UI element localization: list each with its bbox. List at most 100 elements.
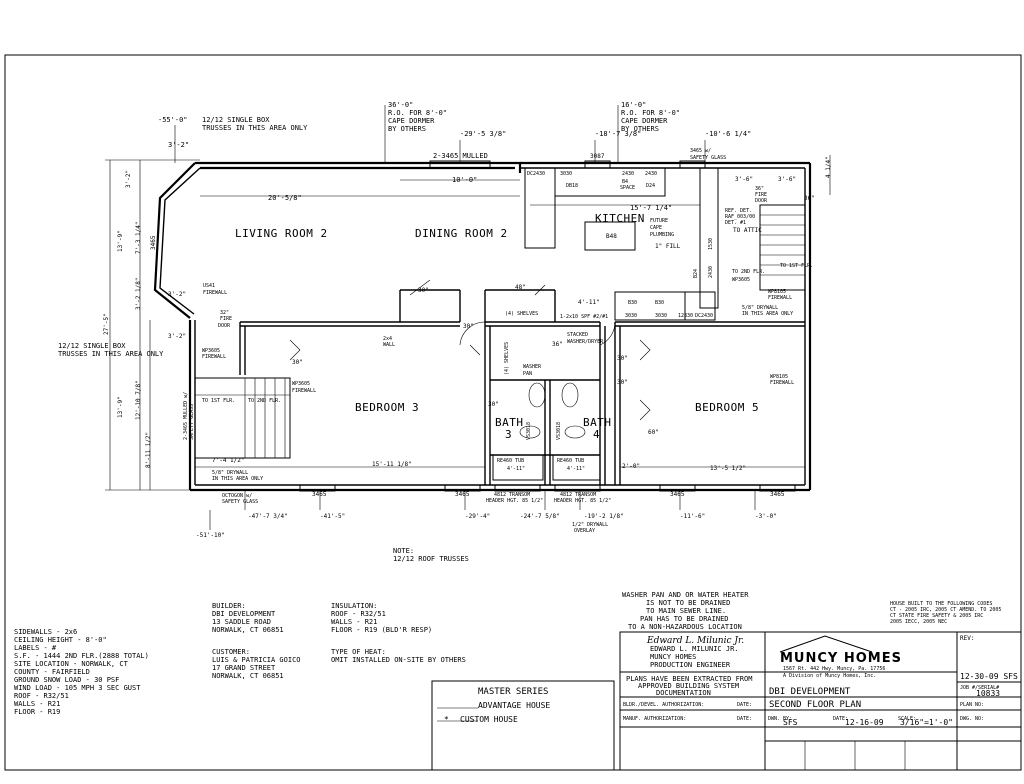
- fire-door-right-1: 36": [755, 186, 764, 192]
- wp-left-1: WP3605: [202, 348, 220, 354]
- ref-det-1: REF. DET.: [725, 208, 752, 214]
- sheet-title: SECOND FLOOR PLAN: [769, 700, 861, 710]
- tub3-2: 4'-11": [507, 466, 525, 472]
- plan-text: TO MAIN SEWER LINE.: [646, 607, 726, 615]
- cab-2430a: 2430: [622, 171, 634, 177]
- win-3465c: 3465: [670, 491, 685, 498]
- cab-3030c: 3030: [655, 313, 667, 319]
- dim-3-2-mid: 3'-2": [168, 291, 186, 298]
- plan-text: PLAN NO:: [960, 702, 984, 708]
- cab-dc2430: DC2430: [527, 171, 545, 177]
- room-bedroom3-label: BEDROOM 3: [355, 401, 419, 414]
- dim-30e: 30": [617, 379, 628, 386]
- note-line1: NOTE:: [393, 547, 414, 555]
- plan-text: NORWALK, CT 06851: [212, 672, 284, 680]
- win-3465d: 3465: [770, 491, 785, 498]
- dim-3-6a: 3'-6": [735, 176, 753, 183]
- fire-door-left-3: DOOR: [218, 323, 231, 329]
- transom-a-2: HEADER HGT. 85 1/2": [486, 498, 543, 504]
- plan-text: DWN. BY:: [768, 716, 792, 722]
- fire-door-left-2: FIRE: [220, 316, 232, 322]
- plan-text: MANUF. AUTHORIZATION:: [623, 716, 686, 722]
- plan-text: SCALE:: [898, 716, 916, 722]
- ro-left-line1: R.O. FOR 8'-0": [388, 109, 447, 117]
- dim-36-right: 36": [804, 195, 815, 202]
- dim-3-0: -3'-0": [755, 513, 777, 520]
- dim-36b: 36": [552, 341, 563, 348]
- cab-3030: 3030: [560, 171, 572, 177]
- cab-1530: 1530: [708, 238, 714, 250]
- dim-3-2-top: 3'-2": [168, 141, 189, 149]
- future-plumbing-1: FUTURE: [650, 218, 668, 224]
- octogon-1: OCTOGON w/: [222, 493, 252, 499]
- dim-15-11: 15'-11 1/8": [372, 461, 412, 468]
- wp8105-bed-1: WP8105: [770, 374, 788, 380]
- left-dim-6: 27'-5": [103, 313, 110, 335]
- transom-b-1: 4812 TRANSOM: [560, 492, 596, 498]
- dim-51-10: -51'-10": [196, 532, 225, 539]
- plan-text: BLDR./DEVEL. AUTHORIZATION:: [623, 702, 704, 708]
- plan-text: CUSTOMER:: [212, 648, 250, 656]
- plan-text: S.F. - 1444 2ND FLR.(2888 TOTAL): [14, 652, 149, 660]
- mulled-label: 2-3465 MULLED: [433, 152, 488, 160]
- drawn-by: SFS: [783, 718, 798, 727]
- job-name: DBI DEVELOPMENT: [769, 687, 851, 697]
- us41-1: US41: [203, 283, 215, 289]
- fire-door-right-3: DOOR: [755, 198, 768, 204]
- master-series-box: MASTER SERIES ADVANTAGE HOUSE * CUSTOM H…: [431, 680, 615, 771]
- cab-3030b: 3030: [625, 313, 637, 319]
- series-title: MASTER SERIES: [478, 687, 548, 697]
- left-dim-7: 13'-9": [117, 396, 124, 418]
- plan-text: TYPE OF HEAT:: [331, 648, 386, 656]
- drywall-overlay-2: OVERLAY: [574, 528, 595, 534]
- vanity-a: VS3018: [526, 422, 532, 440]
- plan-text: HOUSE BUILT TO THE FOLLOWING CODES: [890, 601, 992, 607]
- room-bath4-number: 4: [593, 428, 600, 441]
- series-advantage: ADVANTAGE HOUSE: [478, 701, 550, 710]
- dim-47-7: -47'-7 3/4": [248, 513, 288, 520]
- tub4-1: RE460 TUB: [557, 458, 584, 464]
- firewall-left-1: 5/8" DRYWALL: [212, 470, 248, 476]
- cab-2430c: 2430: [708, 266, 714, 278]
- safety-glass-line1: 3465 w/: [690, 148, 711, 154]
- plan-text: 13 SADDLE ROAD: [212, 618, 271, 626]
- dim-18-7-label: -18'-7 3/8": [595, 130, 641, 138]
- wp-left-2: FIREWALL: [202, 354, 226, 360]
- plan-text: SITE LOCATION - NORWALK, CT: [14, 660, 129, 668]
- plan-text: REV:: [960, 635, 974, 642]
- dim-30d: 30": [617, 355, 628, 362]
- cab-2430b: 2430: [645, 171, 657, 177]
- plan-text: COUNTY - FAIRFIELD: [14, 668, 90, 676]
- to-attic-label: TO ATTIC: [733, 227, 762, 234]
- plan-text: ROOF - R32/51: [14, 692, 69, 700]
- room-kitchen-label: KITCHEN: [595, 212, 645, 225]
- stacked-1: STACKED: [567, 332, 588, 338]
- b48-label: B48: [606, 233, 617, 240]
- left-dim-9: 8'-11 1/2": [145, 432, 152, 468]
- washer-pan-2: PAN: [523, 371, 532, 377]
- specs-list: SIDEWALLS - 2x6 CEILING HEIGHT - 8'-0" L…: [14, 628, 149, 716]
- dim-15-7-label: 15'-7 1/4": [630, 204, 672, 212]
- dim-41-5: -41'-5": [320, 513, 345, 520]
- plan-text: PLANS HAVE BEEN EXTRACTED FROM: [626, 675, 752, 683]
- plan-text: NORWALK, CT 06851: [212, 626, 284, 634]
- to-2nd-flr-right: TO 2ND FLR.: [732, 269, 765, 275]
- plan-text: INSULATION:: [331, 602, 377, 610]
- fire-door-right-2: FIRE: [755, 192, 767, 198]
- stacked-2: WASHER/DRYER: [567, 339, 604, 345]
- dim-3-2-low: 3'-2": [168, 333, 186, 340]
- firewall-right-1: 5/8" DRYWALL: [742, 305, 778, 311]
- tub4-2: 4'-11": [567, 466, 585, 472]
- cab-dc2430b: DC2430: [695, 313, 713, 319]
- plan-text: ROOF - R32/51: [331, 610, 386, 618]
- trusses-top-line1: 12/12 SINGLE BOX: [202, 116, 270, 124]
- plan-text: DATE:: [737, 716, 752, 722]
- cab-b30: B30: [628, 300, 637, 306]
- plan-text: SIDEWALLS - 2x6: [14, 628, 77, 636]
- series-custom: CUSTOM HOUSE: [460, 715, 518, 724]
- dim-36-label: 36'-0": [388, 101, 413, 109]
- plan-text: WIND LOAD - 105 MPH 3 SEC GUST: [14, 684, 141, 692]
- left-dim-2: 7'-3 1/4": [135, 221, 142, 254]
- room-dining-label: DINING ROOM 2: [415, 227, 508, 240]
